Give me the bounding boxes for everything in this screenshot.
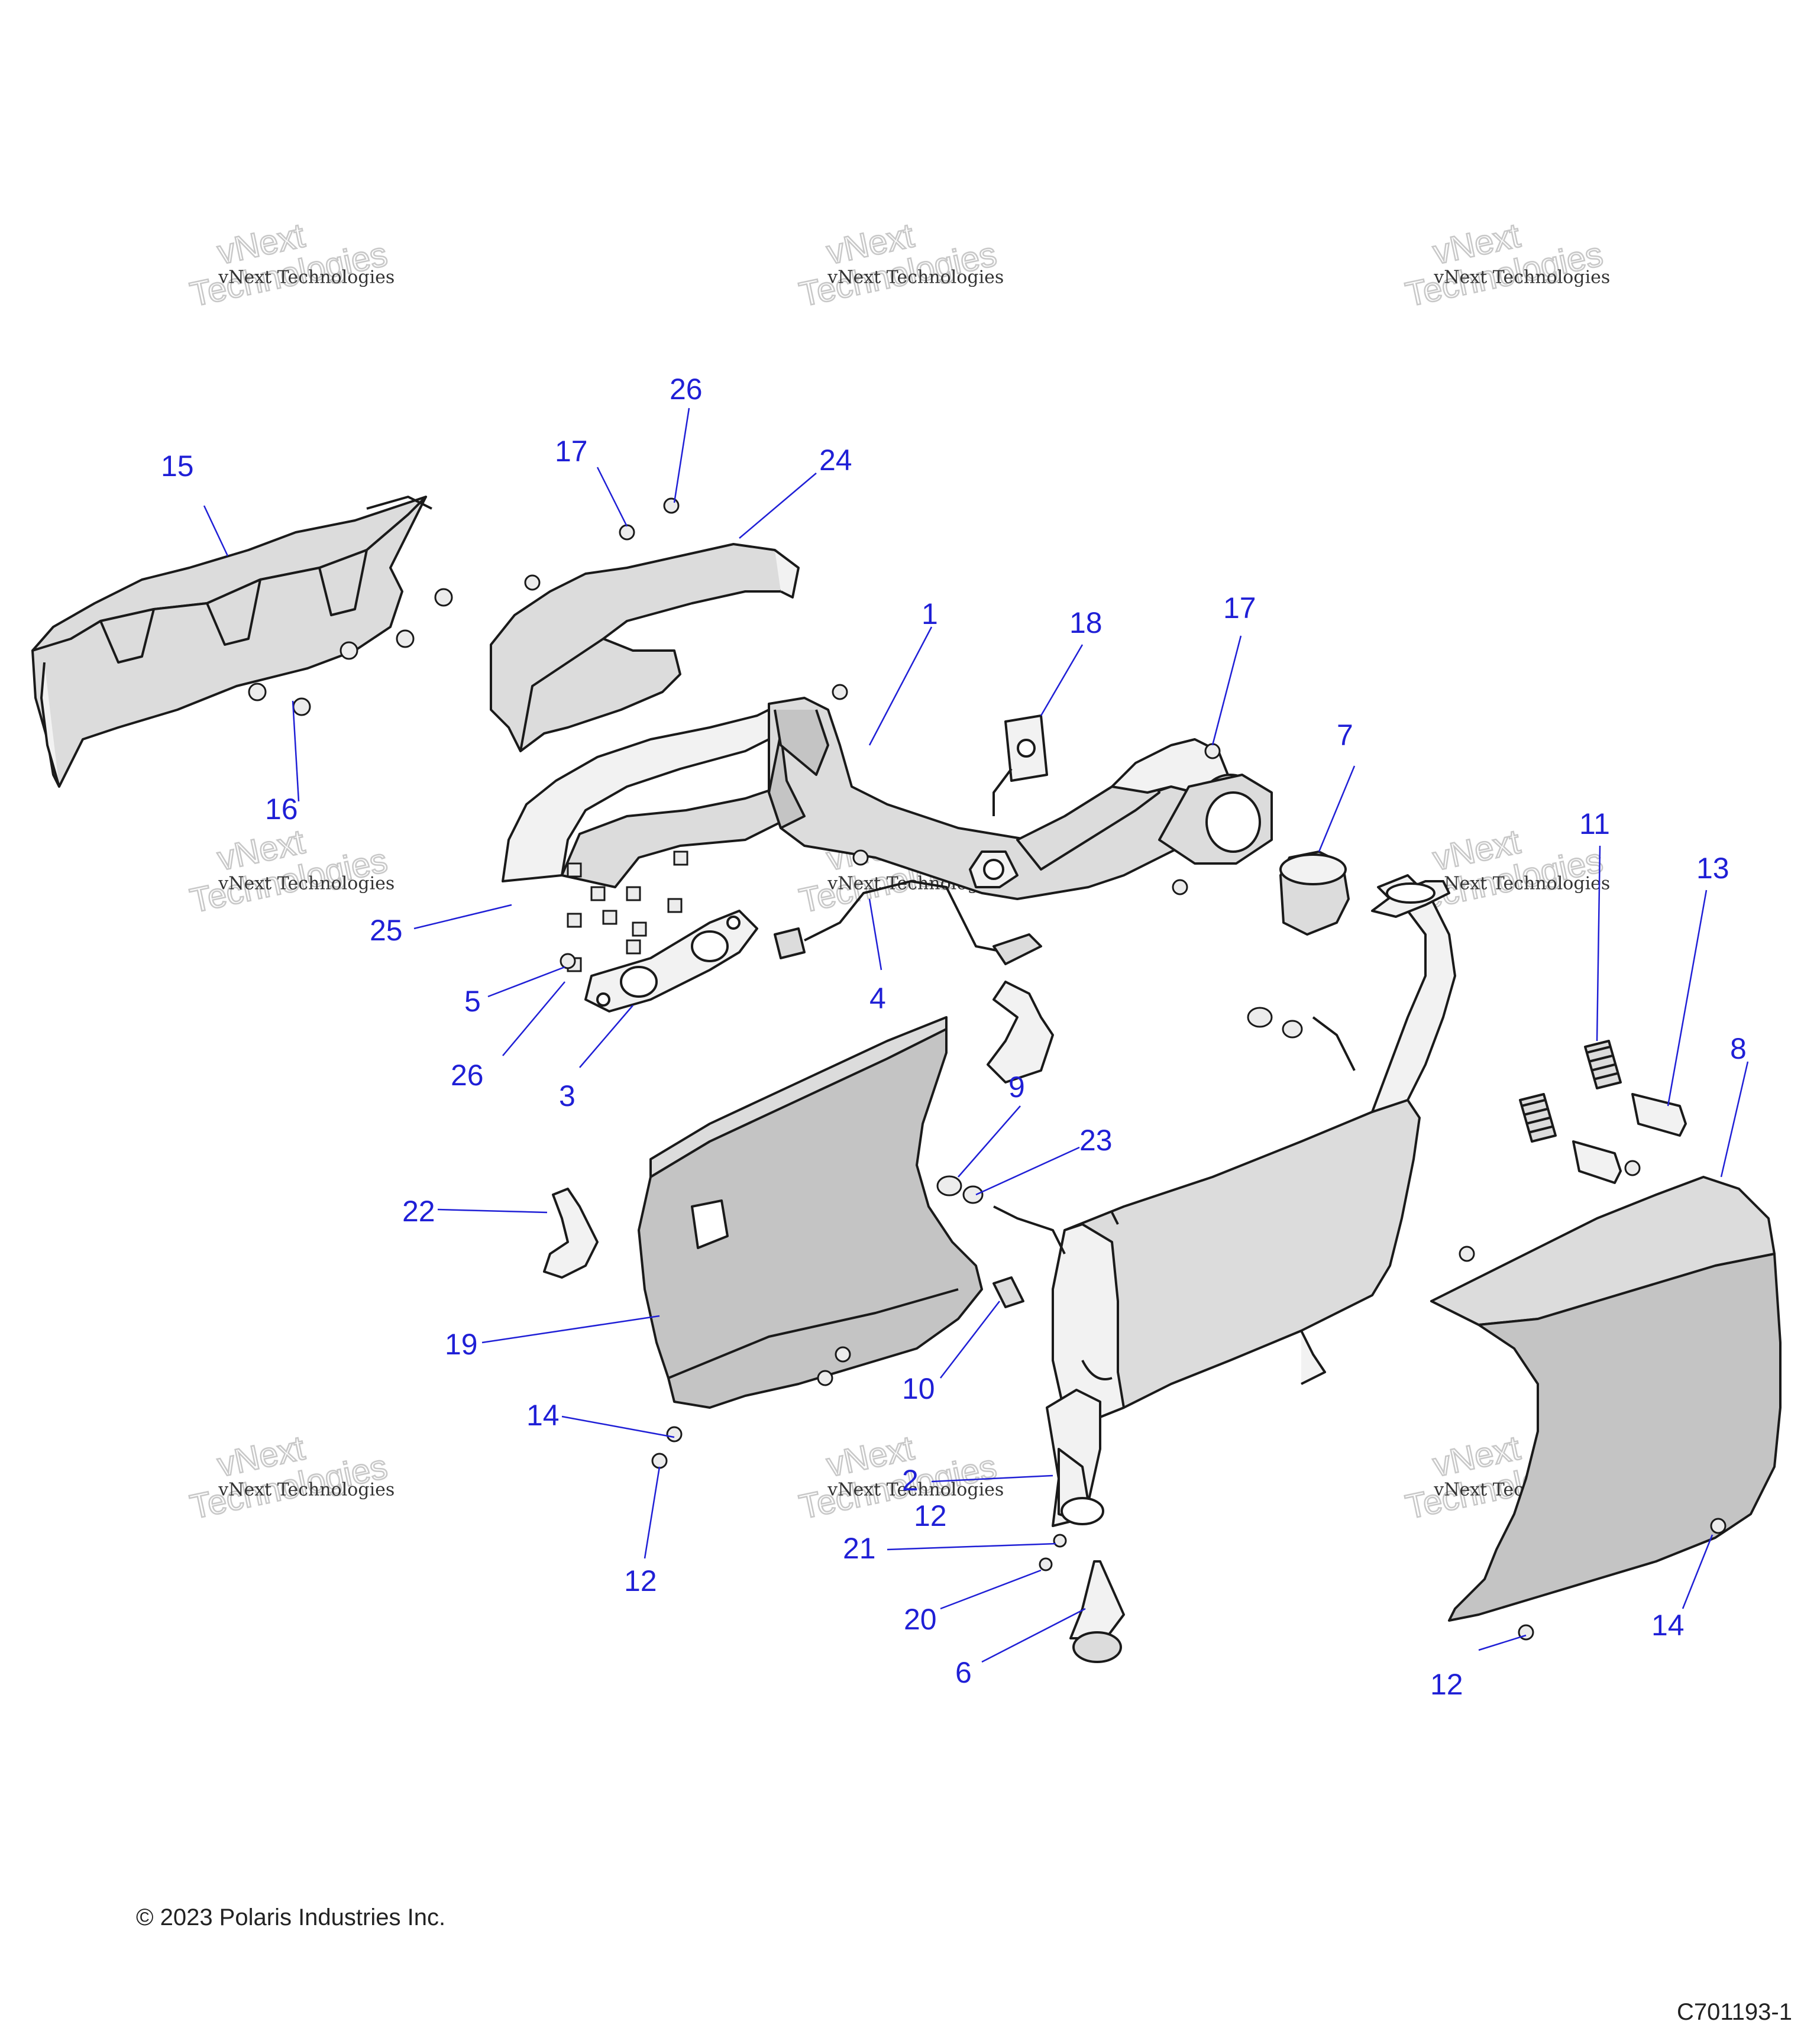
callouts: 1 2 3 4 5 6 7 8 9 10 11 12 12 12 13 14 1… [161, 373, 1747, 1701]
muffler-inlet-pipe [1371, 874, 1456, 1113]
copyright-text: © 2023 Polaris Industries Inc. [136, 1904, 445, 1930]
callout-18: 18 [1069, 606, 1103, 639]
svg-text:vNext Technologies: vNext Technologies [218, 874, 395, 894]
callout-5: 5 [464, 985, 481, 1018]
callout-9: 9 [1008, 1070, 1025, 1104]
header-heat-shield [490, 543, 800, 752]
callout-6: 6 [955, 1656, 972, 1689]
callout-12: 12 [624, 1564, 657, 1597]
callout-20: 20 [904, 1603, 937, 1636]
svg-text:vNext Technologies: vNext Technologies [1433, 874, 1610, 894]
svg-text:vNext Technologies: vNext Technologies [827, 1480, 1004, 1500]
exhaust-header-pipe [502, 697, 1273, 900]
callout-11: 11 [1579, 807, 1610, 840]
callout-8: 8 [1730, 1032, 1747, 1065]
callout-21: 21 [843, 1532, 876, 1565]
callout-16: 16 [265, 793, 298, 826]
callout-19: 19 [445, 1328, 478, 1361]
callout-10: 10 [902, 1372, 935, 1405]
callout-26: 26 [670, 373, 703, 406]
watermark-text-main: vNext Technologies [218, 267, 395, 288]
watermark: vNext Technologies vNext Technologies [1402, 215, 1611, 315]
figure-id: C701193-1 [1677, 1999, 1792, 2025]
callout-1: 1 [922, 597, 938, 630]
watermark: vNext Technologies vNext Technologies [796, 1428, 1004, 1527]
callout-17: 17 [555, 435, 588, 468]
callout-24: 24 [819, 444, 852, 477]
callout-14: 14 [1651, 1609, 1685, 1642]
leader-lines [203, 407, 1749, 1663]
watermark: vNext Technologies vNext Technologies [186, 1428, 395, 1527]
callout-13: 13 [1696, 852, 1729, 885]
callout-7: 7 [1337, 719, 1353, 752]
exhaust-port-gasket [584, 910, 758, 1013]
callout-4: 4 [869, 982, 886, 1015]
watermark: vNext Technologies vNext Technologies [186, 215, 395, 315]
muffler [1046, 1099, 1421, 1527]
hanger-bracket [992, 714, 1048, 816]
callout-14: 14 [526, 1399, 560, 1432]
springs [992, 1040, 1622, 1308]
exhaust-clamp [987, 981, 1054, 1084]
callout-2: 2 [902, 1464, 919, 1497]
callout-17: 17 [1223, 591, 1256, 625]
svg-text:vNext Technologies: vNext Technologies [827, 267, 1004, 288]
callout-12: 12 [1430, 1668, 1463, 1701]
callout-3: 3 [559, 1079, 576, 1112]
muffler-heat-shield-left [638, 1016, 983, 1409]
callout-25: 25 [370, 914, 403, 947]
callout-23: 23 [1079, 1124, 1113, 1157]
callout-15: 15 [161, 449, 194, 483]
parts [31, 496, 1782, 1663]
clamp-bracket [543, 1188, 599, 1279]
svg-text:vNext Technologies: vNext Technologies [218, 1480, 395, 1500]
callout-12: 12 [914, 1499, 947, 1532]
watermark: vNext Technologies vNext Technologies [796, 215, 1004, 315]
bolts [248, 497, 1727, 1641]
exhaust-gasket-ring [1279, 850, 1350, 936]
callout-22: 22 [402, 1195, 435, 1228]
callout-26: 26 [451, 1059, 484, 1092]
oxygen-sensor [774, 880, 1042, 965]
manifold-heat-shield [31, 496, 432, 788]
svg-text:vNext Technologies: vNext Technologies [1433, 267, 1610, 288]
muffler-heat-shield-right [1430, 1176, 1782, 1622]
exhaust-tip [1069, 1560, 1125, 1663]
